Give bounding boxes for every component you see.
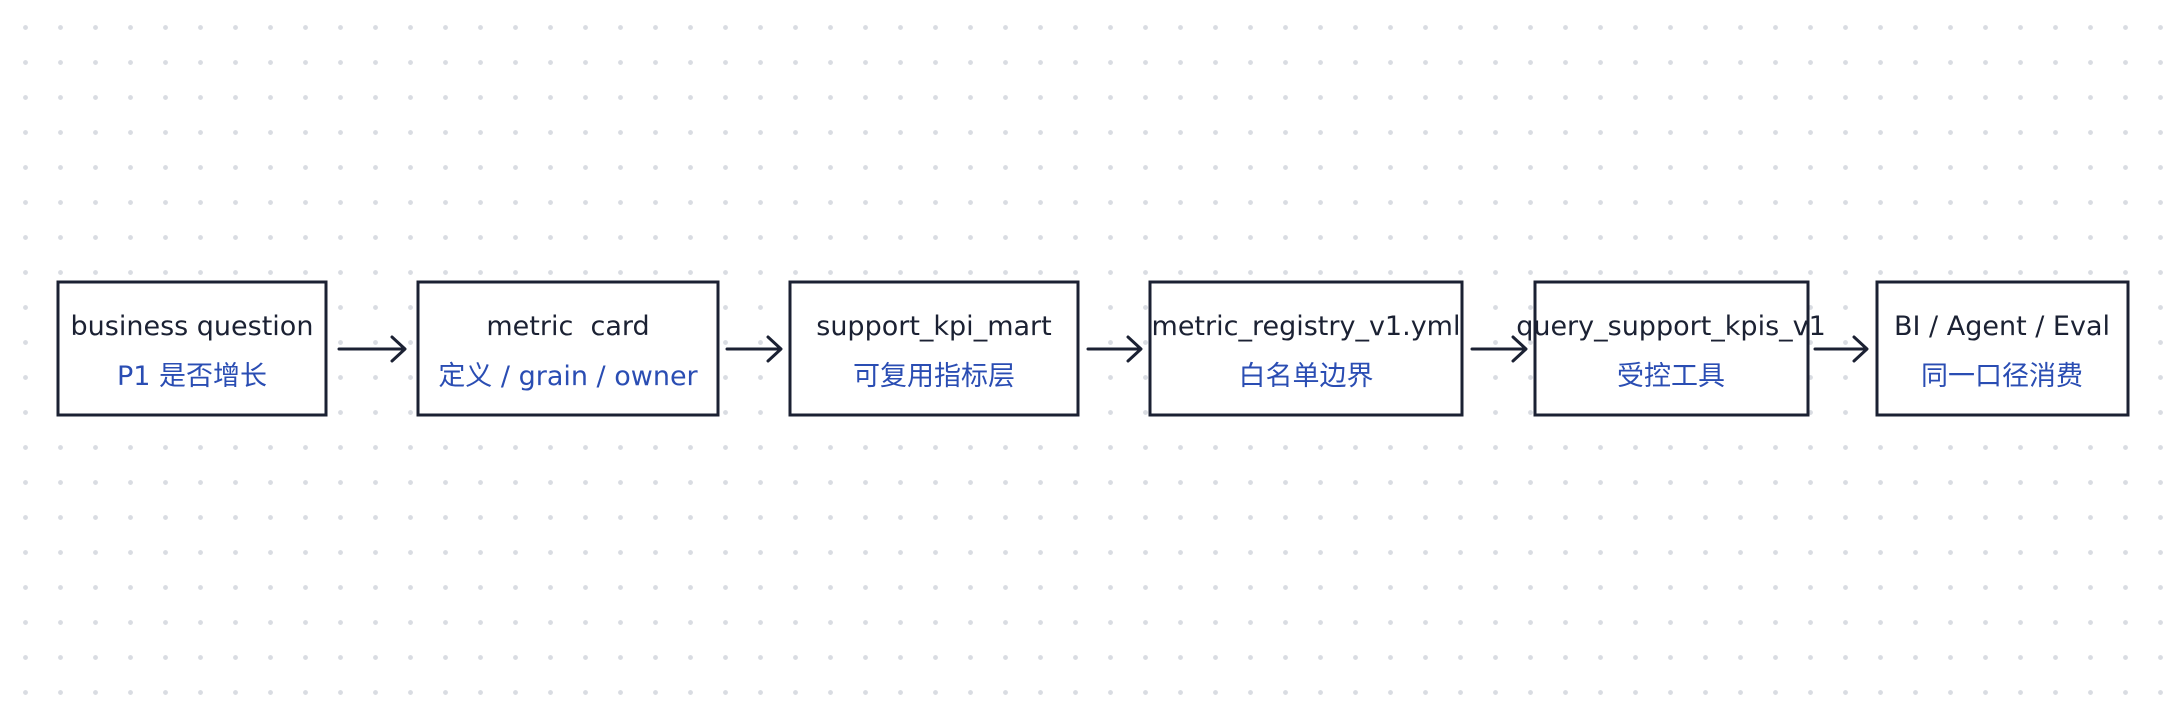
node-subtitle: 受控工具: [1617, 361, 1725, 392]
edge-arrow: [1813, 335, 1869, 363]
node-subtitle: P1 是否增长: [117, 361, 267, 392]
node-subtitle: 白名单边界: [1239, 361, 1374, 392]
node-subtitle: 同一口径消费: [1921, 361, 2083, 392]
node-box: [1148, 280, 1464, 417]
node-title: query_support_kpis_v1: [1516, 311, 1826, 342]
node-support-kpi-mart: support_kpi_mart 可复用指标层: [788, 280, 1080, 417]
node-box: [1533, 280, 1810, 417]
node-business-question: business question P1 是否增长: [56, 280, 328, 417]
edge-arrow: [337, 335, 407, 363]
node-query-support-kpis: query_support_kpis_v1 受控工具: [1516, 280, 1826, 417]
node-subtitle: 定义 / grain / owner: [438, 361, 698, 392]
node-title: metric card: [486, 311, 649, 342]
node-bi-agent-eval: BI / Agent / Eval 同一口径消费: [1875, 280, 2130, 417]
node-title: BI / Agent / Eval: [1894, 311, 2110, 342]
node-title: metric_registry_v1.yml: [1152, 311, 1461, 342]
node-box: [1875, 280, 2130, 417]
node-metric-card: metric card 定义 / grain / owner: [416, 280, 720, 417]
node-title: business question: [71, 311, 314, 342]
node-metric-registry: metric_registry_v1.yml 白名单边界: [1148, 280, 1464, 417]
node-box: [788, 280, 1080, 417]
edge-arrow: [1470, 335, 1528, 363]
node-box: [416, 280, 720, 417]
node-title: support_kpi_mart: [816, 311, 1051, 342]
edge-arrow: [1086, 335, 1143, 363]
edge-arrow: [725, 335, 783, 363]
node-box: [56, 280, 328, 417]
node-subtitle: 可复用指标层: [853, 361, 1015, 392]
